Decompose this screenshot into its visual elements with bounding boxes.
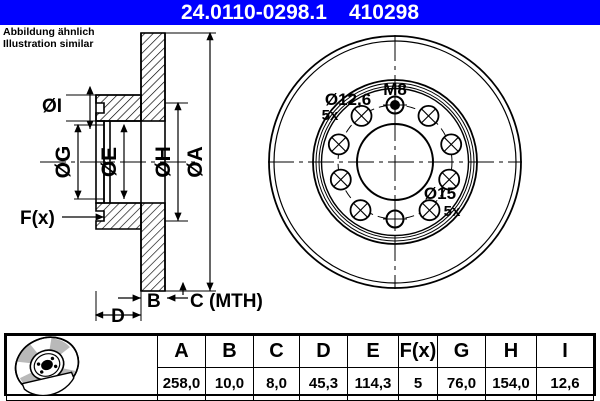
table-header-c: C [253,335,300,368]
cross-section-view: ØI ØG F(x) ØE [20,31,263,325]
bolt-holes [327,105,463,222]
annotation-small-holes: Ø12,6 5x [322,90,372,124]
label-diameter-e: ØE [98,147,121,177]
caption-line-english: Illustration similar [3,37,94,50]
friction-ring-boundary [312,79,478,245]
label-d: D [111,306,125,325]
header-title: 24.0110-0298.1 410298 [0,0,600,25]
article-number: 410298 [348,0,420,24]
table-value-i: 12,6 [536,366,594,401]
table-header-b: B [205,335,254,368]
table-value-fx: 5 [398,366,438,401]
table-header-h: H [485,335,537,368]
dimension-diameter-a: ØA [165,31,216,292]
dimension-fx: F(x) [20,208,104,229]
label-diameter-15: Ø15 [424,184,456,203]
table-value-b: 10,0 [205,366,254,401]
table-header-fx: F(x) [398,335,438,368]
bolt-hole [418,199,441,222]
bore-cavity [104,120,141,204]
technical-drawing: ØI ØG F(x) ØE [20,31,522,325]
brake-disc-thumbnail [14,336,80,397]
dimension-diameter-h: ØH [152,101,188,222]
table-header-a: A [157,335,206,368]
outer-disc-edge [268,35,522,289]
bottom-center-hole [383,207,407,231]
dimension-c: C (MTH) [167,281,263,312]
bolt-hole [329,168,352,191]
table-header-g: G [437,335,486,368]
bolt-hole [417,105,440,127]
table-value-c: 8,0 [253,366,300,401]
center-bore [356,123,434,201]
dimension-table: A B C D E F(x) G H I 258,0 10,0 8,0 45,3… [4,333,596,401]
friction-ring-boundary-3 [318,85,472,239]
label-m8: M8 [383,80,407,99]
table-value-d: 45,3 [299,366,348,401]
label-diameter-12-6: Ø12,6 [325,90,371,109]
bolt-hole [349,199,372,222]
m8-thread-hole [383,93,407,117]
table-header-e: E [347,335,399,368]
dimension-diameter-e: ØE [98,123,128,199]
thumbnail-cell [6,335,158,401]
dimension-diameter-i: ØI [42,85,96,129]
outer-disc-edge-inner [273,40,517,284]
table-row-values: 258,0 10,0 8,0 45,3 114,3 5 76,0 154,0 1… [7,366,594,401]
label-diameter-a: ØA [184,146,207,178]
table-header-i: I [536,335,594,368]
table-value-a: 258,0 [157,366,206,401]
friction-ring-boundary-2 [315,82,475,242]
table-value-e: 114,3 [347,366,399,401]
table-value-g: 76,0 [437,366,486,401]
label-diameter-h: ØH [152,146,175,178]
table-header-d: D [299,335,348,368]
label-diameter-i: ØI [42,96,62,117]
label-diameter-g: ØG [52,146,75,179]
face-view: M8 Ø12,6 5x Ø15 5x [268,35,522,289]
hat-outer-edge [320,87,470,237]
label-fx: F(x) [20,208,55,229]
label-small-holes-count: 5x [322,107,339,124]
annotation-large-holes: Ø15 5x [424,184,461,220]
label-c: C (MTH) [190,291,263,312]
dimension-d: D [94,291,142,325]
friction-ring-bottom [140,202,166,292]
bolt-hole [350,105,373,127]
bolt-hole [438,168,461,191]
label-large-holes-count: 5x [444,203,461,220]
friction-ring-top [140,32,166,122]
dimension-b: B [118,291,161,312]
disc-hat-top [95,94,142,122]
part-number: 24.0110-0298.1 [180,0,327,24]
table-value-h: 154,0 [485,366,537,401]
bolt-hole [440,133,463,156]
dimension-diameter-g: ØG [52,123,104,200]
illustration-caption: Abbildung ähnlich Illustration similar [3,26,95,50]
caption-line-german: Abbildung ähnlich [3,26,95,38]
disc-hat-bottom [95,202,142,230]
bolt-hole [327,133,350,156]
table-row-headers: A B C D E F(x) G H I [6,335,594,401]
label-b: B [147,291,161,312]
header-bar: 24.0110-0298.1 410298 [0,0,600,25]
